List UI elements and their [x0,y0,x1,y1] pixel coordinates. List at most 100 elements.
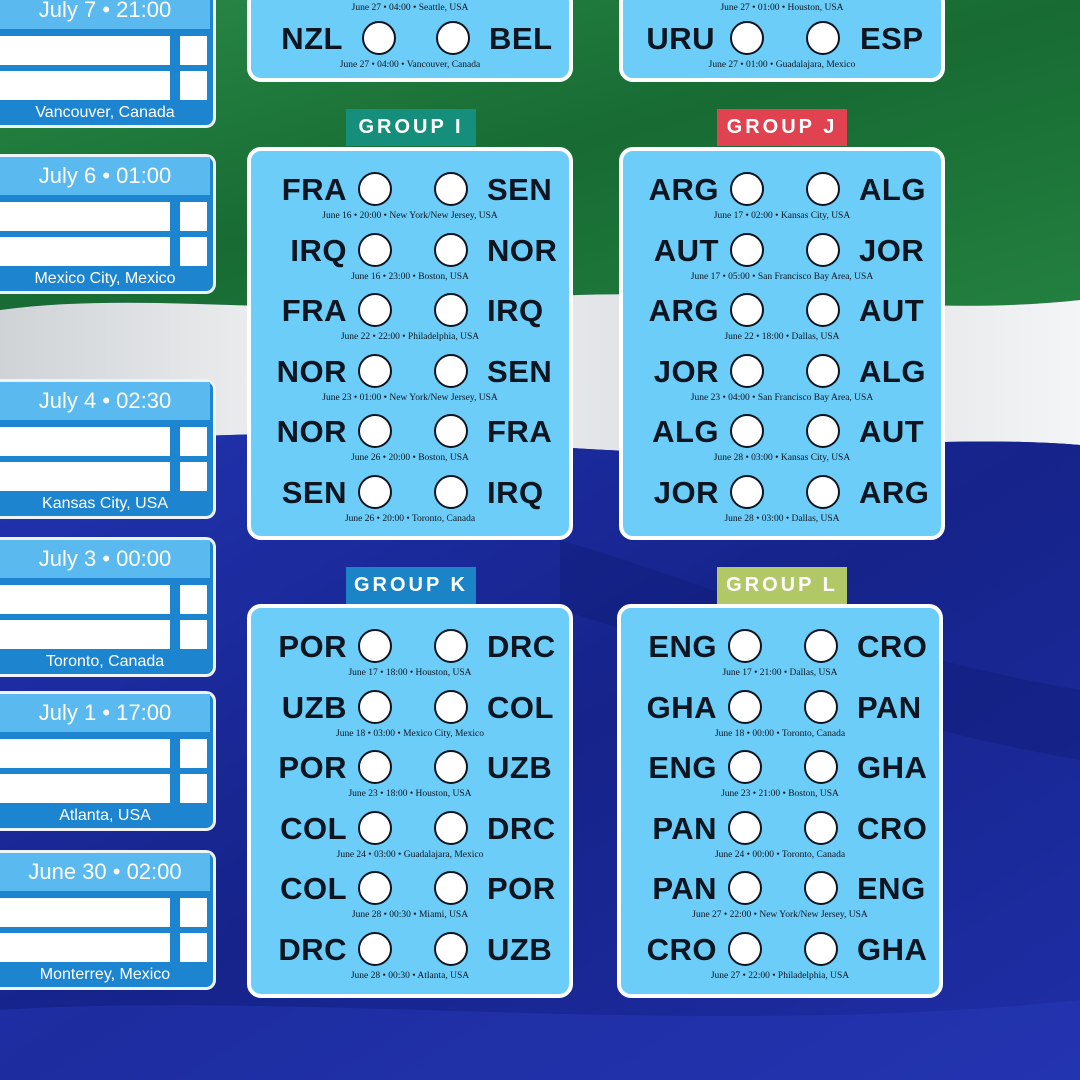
home-score-circle[interactable] [358,931,392,966]
home-score-circle[interactable] [730,232,764,267]
away-score-circle[interactable] [804,871,838,905]
away-score-circle[interactable] [434,750,468,784]
away-score-circle[interactable] [806,474,840,509]
home-team: JOR [653,474,719,510]
home-score-circle[interactable] [358,750,392,784]
score-box-2[interactable] [180,71,207,100]
home-score-circle[interactable] [358,474,392,509]
home-score-circle[interactable] [728,810,762,845]
away-score-circle[interactable] [434,629,468,663]
away-score-circle[interactable] [434,232,468,267]
knockout-venue: Mexico City, Mexico [34,270,176,287]
home-score-circle[interactable] [728,750,762,784]
away-score-circle[interactable] [436,21,470,55]
home-team: POR [278,750,347,785]
home-score-circle[interactable] [730,414,764,448]
home-score-circle[interactable] [730,21,764,55]
home-score-circle[interactable] [358,689,392,724]
match-info: June 27 • 04:00 • Vancouver, Canada [339,60,481,70]
away-team: GHA [857,931,928,967]
home-score-circle[interactable] [358,414,392,448]
score-box-1[interactable] [180,585,207,614]
match-info: June 28 • 00:30 • Atlanta, USA [350,970,470,981]
team-slot-2[interactable] [0,237,170,266]
match-info: June 18 • 00:00 • Toronto, Canada [714,728,846,739]
score-box-1[interactable] [180,36,207,65]
team-slot-2[interactable] [0,71,170,100]
home-score-circle[interactable] [358,293,392,327]
away-score-circle[interactable] [806,353,840,388]
away-score-circle[interactable] [434,810,468,845]
home-score-circle[interactable] [730,474,764,509]
home-score-circle[interactable] [730,293,764,327]
team-slot-1[interactable] [0,202,170,231]
home-score-circle[interactable] [358,353,392,388]
team-slot-1[interactable] [0,585,170,614]
team-slot-1[interactable] [0,739,170,768]
team-slot-2[interactable] [0,462,170,491]
away-team: ALG [859,172,926,207]
away-score-circle[interactable] [806,293,840,327]
score-box-2[interactable] [180,620,207,649]
home-score-circle[interactable] [728,689,762,724]
team-slot-2[interactable] [0,620,170,649]
home-team: ARG [648,172,719,207]
home-team: POR [278,629,347,664]
home-score-circle[interactable] [730,353,764,388]
home-score-circle[interactable] [358,810,392,845]
home-score-circle[interactable] [358,172,392,206]
away-team: AUT [859,414,925,449]
team-slot-1[interactable] [0,427,170,456]
team-slot-2[interactable] [0,933,170,962]
match-info: June 22 • 18:00 • Dallas, USA [724,332,840,342]
away-score-circle[interactable] [804,629,838,663]
home-score-circle[interactable] [730,172,764,206]
away-team: ALG [859,353,926,389]
score-box-2[interactable] [180,237,207,266]
away-score-circle[interactable] [806,232,840,267]
score-box-1[interactable] [180,739,207,768]
score-box-2[interactable] [180,462,207,491]
away-score-circle[interactable] [806,21,840,55]
away-score-circle[interactable] [434,871,468,905]
team-slot-2[interactable] [0,774,170,803]
away-score-circle[interactable] [804,810,838,845]
score-box-2[interactable] [180,774,207,803]
away-score-circle[interactable] [434,293,468,327]
away-score-circle[interactable] [434,474,468,509]
match-info: June 24 • 00:00 • Toronto, Canada [714,849,846,860]
score-box-1[interactable] [180,898,207,927]
home-score-circle[interactable] [728,629,762,663]
away-score-circle[interactable] [434,172,468,206]
score-box-1[interactable] [180,427,207,456]
home-score-circle[interactable] [358,629,392,663]
home-score-circle[interactable] [728,871,762,905]
away-score-circle[interactable] [804,689,838,724]
away-score-circle[interactable] [434,353,468,388]
team-slot-1[interactable] [0,36,170,65]
score-box-1[interactable] [180,202,207,231]
away-score-circle[interactable] [434,689,468,724]
home-team: GHA [646,689,717,725]
home-score-circle[interactable] [358,871,392,905]
home-team: AUT [653,232,719,268]
home-score-circle[interactable] [728,931,762,966]
match-info: June 23 • 01:00 • New York/New Jersey, U… [322,392,498,403]
away-score-circle[interactable] [804,931,838,966]
home-score-circle[interactable] [358,232,392,267]
away-score-circle[interactable] [434,931,468,966]
away-score-circle[interactable] [804,750,838,784]
away-score-circle[interactable] [434,414,468,448]
away-score-circle[interactable] [806,414,840,448]
home-score-circle[interactable] [362,21,396,55]
away-team: SEN [487,172,553,207]
score-box-2[interactable] [180,933,207,962]
away-score-circle[interactable] [806,172,840,206]
team-slot-1[interactable] [0,898,170,927]
